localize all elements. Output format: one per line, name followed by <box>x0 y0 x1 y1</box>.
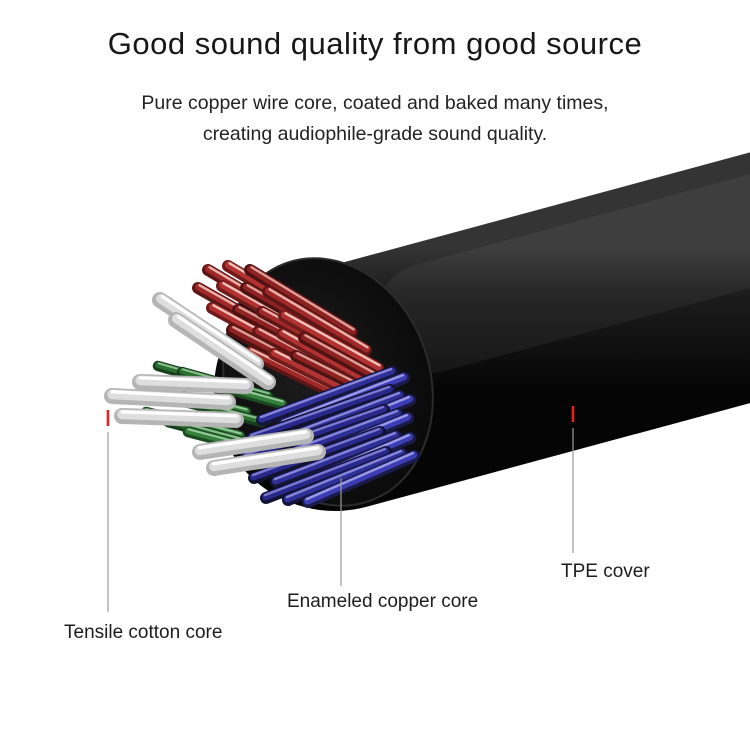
cotton-core-wires <box>104 292 326 476</box>
tpe-cover-label: TPE cover <box>561 561 650 582</box>
cotton-core-label: Tensile cotton core <box>64 622 223 643</box>
blue-enameled-copper-wires <box>240 366 420 508</box>
subtitle-line-2: creating audiophile-grade sound quality. <box>202 123 548 145</box>
copper-core-label: Enameled copper core <box>287 591 479 612</box>
page-title: Good sound quality from good source <box>107 26 643 61</box>
page-subtitle: Pure copper wire core, coated and baked … <box>0 88 750 150</box>
leader-lines <box>106 406 575 612</box>
red-enameled-copper-wires <box>192 260 394 404</box>
subtitle-line-1: Pure copper wire core, coated and baked … <box>141 92 609 114</box>
